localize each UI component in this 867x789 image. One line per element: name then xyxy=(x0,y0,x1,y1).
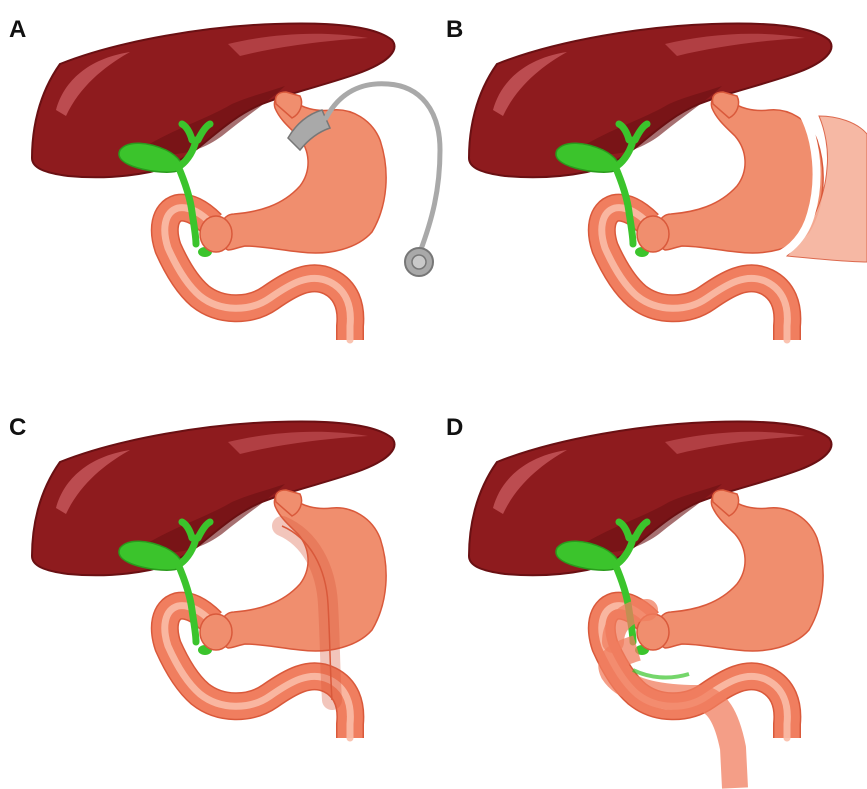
stomach xyxy=(219,494,386,651)
panel-c: C xyxy=(0,398,430,788)
band-port-center xyxy=(412,255,426,269)
panel-a-illustration xyxy=(0,0,430,390)
panel-a: A xyxy=(0,0,430,390)
stomach xyxy=(656,96,823,253)
stomach xyxy=(656,494,823,651)
panel-b: B xyxy=(437,0,867,390)
pylorus xyxy=(200,216,232,252)
panel-d-illustration xyxy=(437,398,867,788)
biliary-limb-line xyxy=(633,670,689,677)
pylorus xyxy=(637,216,669,252)
pylorus xyxy=(200,614,232,650)
panel-c-illustration xyxy=(0,398,430,788)
panel-b-illustration xyxy=(437,0,867,390)
panel-d: D xyxy=(437,398,867,788)
